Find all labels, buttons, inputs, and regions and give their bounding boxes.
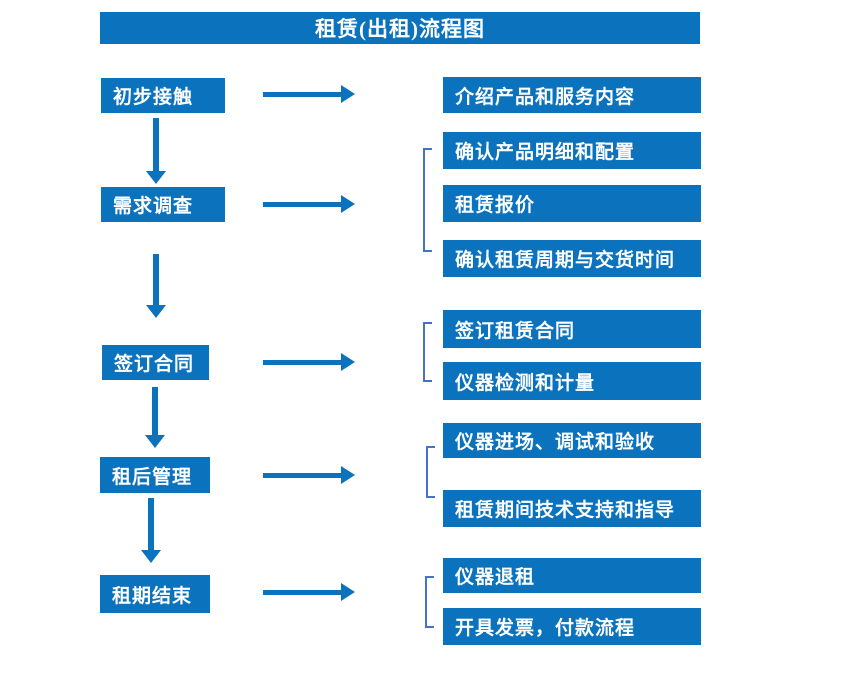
detail-box: 介绍产品和服务内容 [443, 77, 701, 113]
arrow-shaft [153, 118, 159, 171]
group-bracket [423, 322, 432, 382]
arrow-head [141, 550, 161, 563]
arrow-shaft [263, 360, 342, 365]
flow-arrow-right-icon [263, 353, 355, 371]
step-box-initial-contact: 初步接触 [101, 78, 225, 113]
arrow-shaft [263, 473, 342, 478]
flow-arrow-right-icon [263, 583, 355, 601]
arrow-head [341, 85, 355, 103]
arrow-shaft [148, 498, 154, 550]
step-box-demand-survey: 需求调查 [101, 187, 225, 222]
group-bracket [426, 446, 435, 498]
flow-arrow-down-icon [146, 118, 166, 184]
detail-box: 租赁期间技术支持和指导 [443, 490, 701, 527]
detail-box: 开具发票，付款流程 [443, 608, 701, 645]
detail-box: 租赁报价 [443, 185, 701, 222]
arrow-head [341, 466, 355, 484]
flow-arrow-right-icon [263, 85, 355, 103]
arrow-shaft [152, 387, 158, 435]
arrow-head [146, 171, 166, 184]
flow-arrow-down-icon [145, 387, 165, 448]
flow-arrow-down-icon [141, 498, 161, 563]
detail-box: 签订租赁合同 [443, 310, 701, 348]
group-bracket [423, 148, 432, 252]
arrow-head [341, 195, 355, 213]
arrow-shaft [153, 254, 159, 305]
arrow-head [341, 353, 355, 371]
arrow-shaft [263, 202, 342, 207]
detail-box: 确认租赁周期与交货时间 [443, 240, 701, 277]
diagram-title: 租赁(出租)流程图 [100, 12, 700, 44]
flow-arrow-down-icon [146, 254, 166, 318]
detail-box: 仪器检测和计量 [443, 362, 701, 400]
flow-arrow-right-icon [263, 195, 355, 213]
arrow-head [146, 305, 166, 318]
arrow-head [145, 435, 165, 448]
step-box-lease-end: 租期结束 [100, 575, 210, 613]
step-box-sign-contract: 签订合同 [102, 345, 209, 380]
flow-arrow-right-icon [263, 466, 355, 484]
step-box-post-rental-management: 租后管理 [100, 457, 210, 493]
detail-box: 仪器退租 [443, 558, 701, 593]
detail-box: 确认产品明细和配置 [443, 132, 701, 169]
arrow-head [341, 583, 355, 601]
detail-box: 仪器进场、调试和验收 [443, 423, 701, 458]
arrow-shaft [263, 590, 342, 595]
group-bracket [425, 576, 434, 628]
arrow-shaft [263, 92, 342, 97]
